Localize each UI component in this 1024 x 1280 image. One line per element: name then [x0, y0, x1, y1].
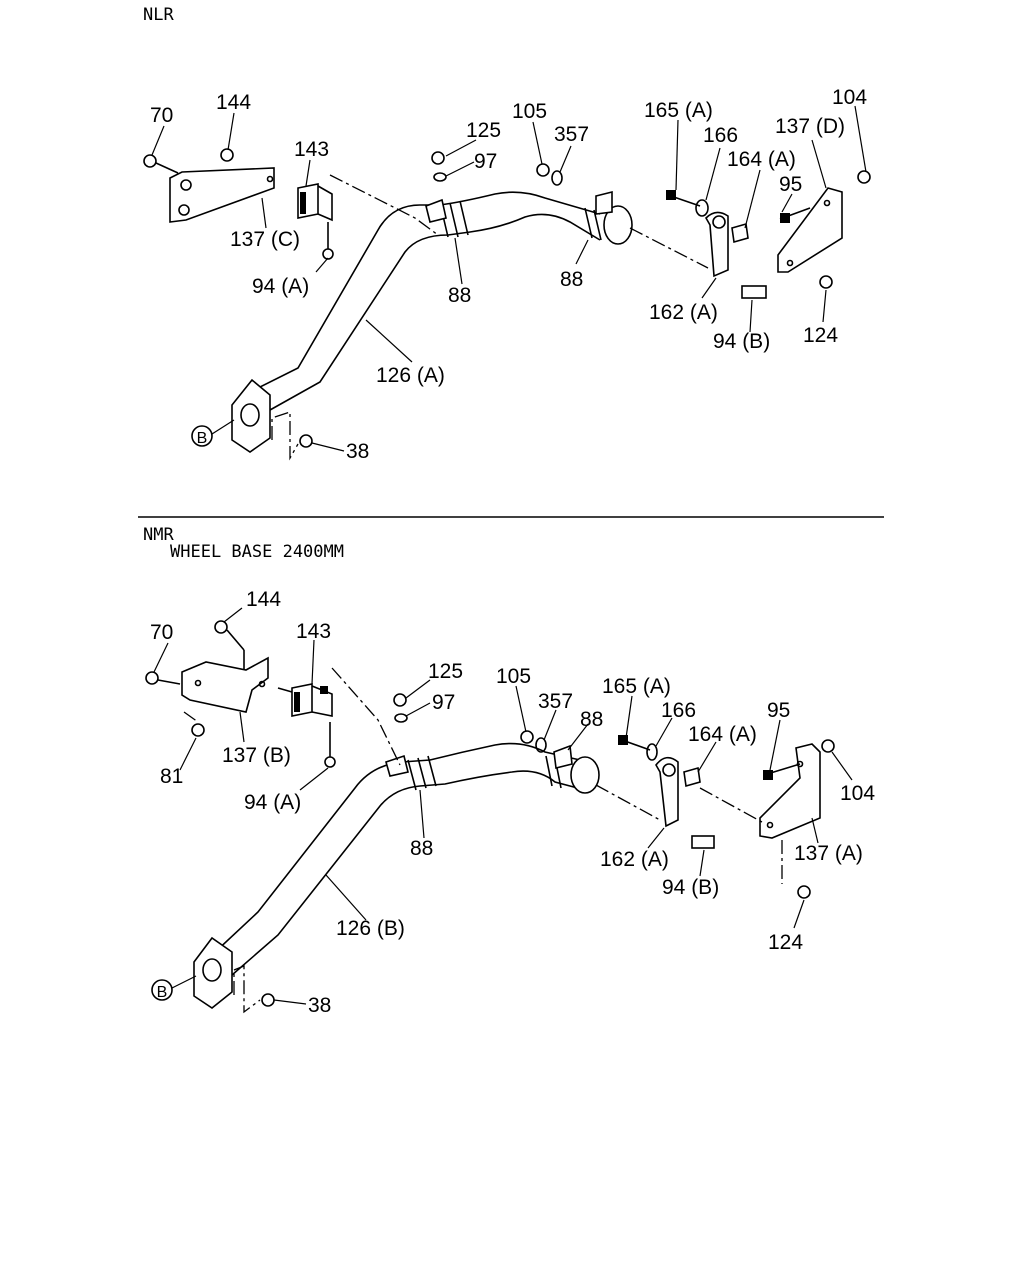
assembly-line-1 [329, 174, 439, 236]
hardware-small-nmr [145, 620, 573, 1007]
bracket-162a-137d [666, 170, 871, 299]
callout-70-b: 70 [150, 621, 173, 644]
section-title-nmr: NMR [143, 525, 174, 545]
callout-125: 125 [466, 119, 501, 142]
callout-143: 143 [294, 138, 329, 161]
assembly-line-4 [331, 667, 401, 766]
callout-124-b: 124 [768, 931, 803, 954]
assembly-line-9 [183, 711, 199, 723]
callout-38: 38 [346, 440, 369, 463]
callout-137b-b: 137 (B) [222, 744, 291, 767]
callout-97: 97 [474, 150, 497, 173]
callout-88-top-b: 88 [580, 708, 603, 731]
callout-164a-b: 164 (A) [688, 723, 757, 746]
marker-b-circle [191, 425, 213, 447]
callout-104-b: 104 [840, 782, 875, 805]
section-nmr: NMR WHEEL BASE 2400MM [143, 525, 875, 1017]
bracket-137c [169, 167, 334, 260]
callout-137d: 137 (D) [775, 115, 845, 138]
assembly-line-5 [595, 784, 661, 821]
marker-b-circle-b [151, 979, 173, 1001]
leader-lines-nmr [153, 607, 853, 1005]
callout-162a: 162 (A) [649, 301, 718, 324]
callout-124: 124 [803, 324, 838, 347]
callout-94a: 94 (A) [252, 275, 309, 298]
callout-70: 70 [150, 104, 173, 127]
marker-b: B [197, 430, 208, 447]
callout-144-b: 144 [246, 588, 281, 611]
callout-95-b: 95 [767, 699, 790, 722]
callout-166: 166 [703, 124, 738, 147]
callout-88-b: 88 [410, 837, 433, 860]
bracket-162a-137a [618, 735, 835, 899]
callout-105-b: 105 [496, 665, 531, 688]
callout-126b-b: 126 (B) [336, 917, 405, 940]
callout-94a-b: 94 (A) [244, 791, 301, 814]
callout-105: 105 [512, 100, 547, 123]
callout-125-b: 125 [428, 660, 463, 683]
callout-162a-b: 162 (A) [600, 848, 669, 871]
callout-38-b: 38 [308, 994, 331, 1017]
assembly-line-8 [233, 965, 261, 1014]
callout-166-b: 166 [661, 699, 696, 722]
exhaust-pipe-126b [193, 742, 600, 1009]
callout-143-b: 143 [296, 620, 331, 643]
section-nlr: NLR [143, 5, 871, 463]
callout-357: 357 [554, 123, 589, 146]
callout-94b: 94 (B) [713, 330, 770, 353]
callout-137c: 137 (C) [230, 228, 300, 251]
assembly-line-3 [271, 411, 299, 461]
callout-81-b: 81 [160, 765, 183, 788]
callout-126a: 126 (A) [376, 364, 445, 387]
callout-88-right: 88 [560, 268, 583, 291]
callout-104: 104 [832, 86, 867, 109]
callout-97-b: 97 [432, 691, 455, 714]
bracket-137b [181, 650, 336, 768]
callout-95: 95 [779, 173, 802, 196]
callout-137a-b: 137 (A) [794, 842, 863, 865]
section-title-nlr: NLR [143, 5, 174, 25]
callout-165a: 165 (A) [644, 99, 713, 122]
callout-94b-b: 94 (B) [662, 876, 719, 899]
callout-165a-b: 165 (A) [602, 675, 671, 698]
assembly-line-2 [629, 227, 709, 269]
callouts-nmr: 144 70 143 125 97 105 357 88 165 (A) 166… [150, 588, 875, 1017]
callouts-nlr: 70 144 143 125 97 105 357 165 (A) 166 16… [150, 86, 867, 463]
callout-88-left: 88 [448, 284, 471, 307]
exhaust-pipe-126a [231, 191, 633, 453]
section-subtitle-nmr: WHEEL BASE 2400MM [170, 542, 344, 562]
hardware-small [143, 148, 613, 448]
assembly-line-6 [699, 787, 763, 823]
callout-357-b: 357 [538, 690, 573, 713]
callout-164a: 164 (A) [727, 148, 796, 171]
marker-b-b: B [157, 984, 168, 1001]
callout-144: 144 [216, 91, 251, 114]
leader-lines-nlr [151, 105, 867, 452]
